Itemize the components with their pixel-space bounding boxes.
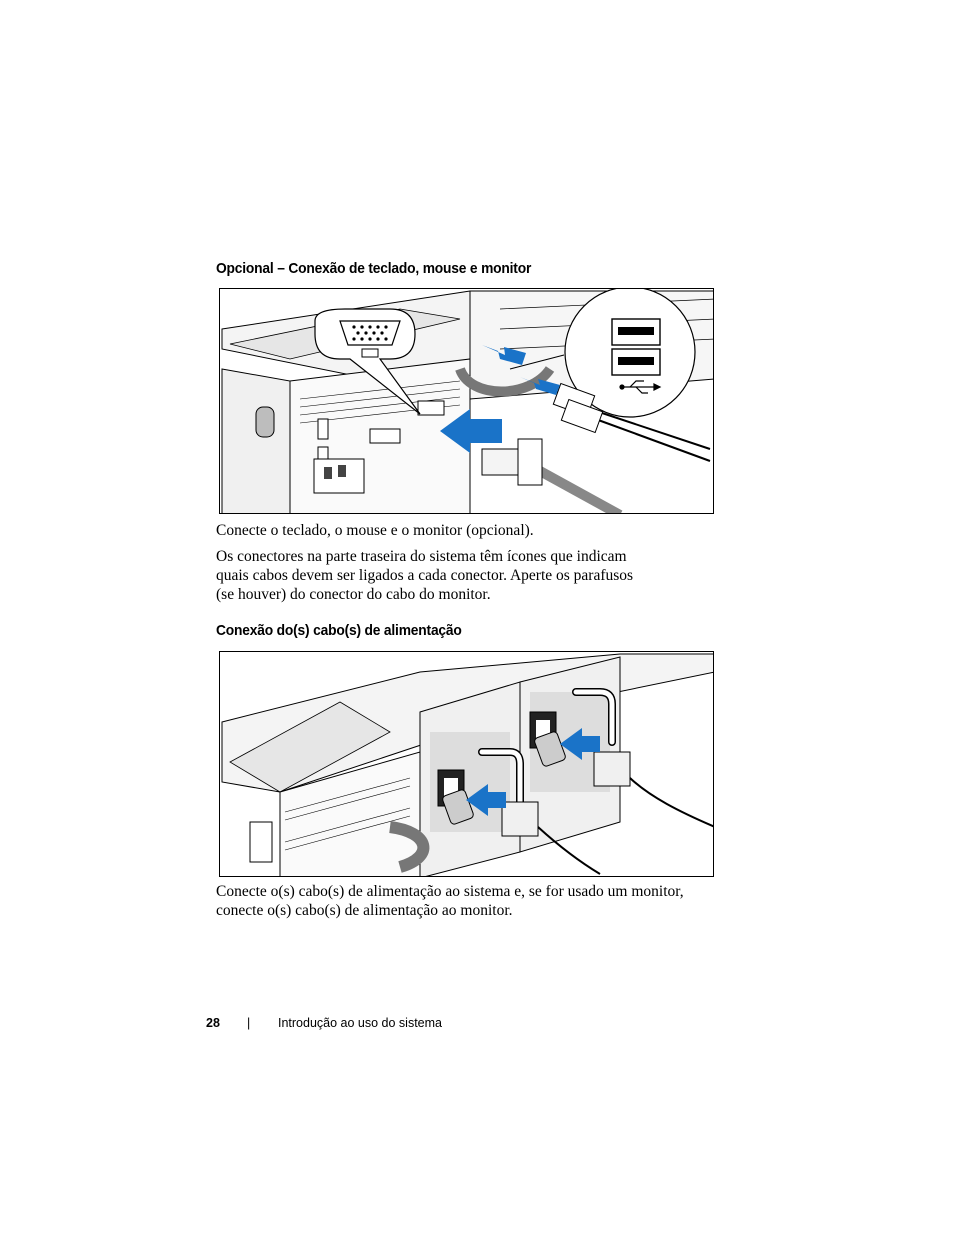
page-number: 28 (206, 1016, 220, 1030)
server-power-illustration (221, 653, 713, 876)
section-heading-keyboard-monitor: Opcional – Conexão de teclado, mouse e m… (216, 260, 532, 277)
footer-separator: | (247, 1016, 251, 1030)
text-line: (se houver) do conector do cabo do monit… (216, 586, 491, 603)
text-line: Os conectores na parte traseira do siste… (216, 548, 627, 565)
vga-port-icon (339, 320, 401, 358)
server-rear-io-illustration (221, 289, 713, 513)
illustration-keyboard-mouse-monitor (219, 288, 714, 514)
text-line: quais cabos devem ser ligados a cada con… (216, 567, 634, 584)
footer-title: Introdução ao uso do sistema (278, 1016, 442, 1030)
illustration-power-cables (219, 651, 714, 877)
figure-caption-keyboard: Conecte o teclado, o mouse e o monitor (… (216, 522, 534, 539)
usb-symbol-icon (619, 380, 662, 394)
arrow-icon (466, 728, 600, 816)
section-heading-power-cables: Conexão do(s) cabo(s) de alimentação (216, 622, 462, 639)
paragraph-power: Conecte o(s) cabo(s) de alimentação ao s… (216, 882, 716, 920)
text-line: Conecte o(s) cabo(s) de alimentação ao s… (216, 883, 684, 900)
arrow-icon (440, 345, 560, 453)
text-line: conecte o(s) cabo(s) de alimentação ao m… (216, 902, 513, 919)
paragraph-connectors: Os conectores na parte traseira do siste… (216, 547, 716, 604)
usb-ports-icon (611, 318, 661, 376)
